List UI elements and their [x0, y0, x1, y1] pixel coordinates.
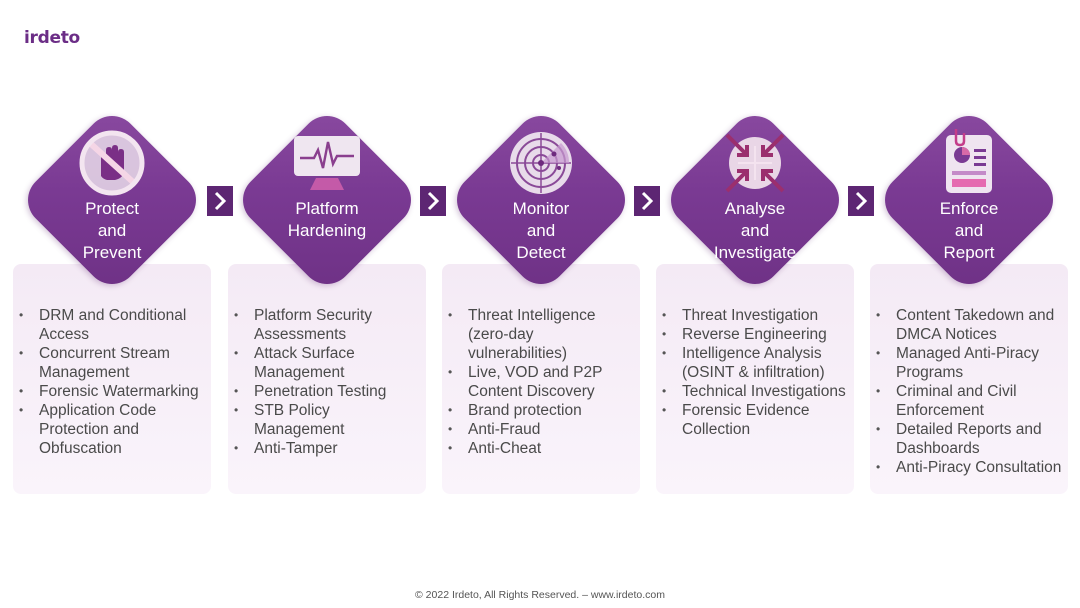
irdeto-logo: irdeto — [24, 28, 80, 48]
stage-title: Analyse and Investigate — [713, 199, 797, 262]
list-item: Reverse Engineering — [660, 325, 850, 344]
stage-title: Enforce and Report — [939, 199, 999, 262]
list-item: Managed Anti-Piracy Programs — [874, 344, 1064, 382]
list-item: Criminal and Civil Enforcement — [874, 382, 1064, 420]
stage-title: Monitor and Detect — [512, 199, 570, 262]
list-item: Application Code Protection and Obfuscat… — [17, 401, 207, 458]
list-item: Penetration Testing — [232, 382, 422, 401]
stage-bullet-list-4: Threat InvestigationReverse EngineeringI… — [660, 306, 850, 439]
list-item: Technical Investigations — [660, 382, 850, 401]
stage-bullet-list-2: Platform Security AssessmentsAttack Surf… — [232, 306, 422, 458]
heartbeat-monitor-icon — [232, 128, 422, 198]
stage-header-4: Analyse and Investigate — [660, 128, 850, 264]
flow-chevron-3 — [634, 186, 660, 216]
report-document-icon — [874, 128, 1064, 198]
list-item: STB Policy Management — [232, 401, 422, 439]
stage-bullet-list-5: Content Takedown and DMCA NoticesManaged… — [874, 306, 1064, 477]
list-item: DRM and Conditional Access — [17, 306, 207, 344]
stage-bullet-list-1: DRM and Conditional AccessConcurrent Str… — [17, 306, 207, 458]
flow-chevron-4 — [848, 186, 874, 216]
stage-title: Platform Hardening — [287, 199, 367, 240]
stop-hand-icon — [17, 128, 207, 198]
list-item: Threat Investigation — [660, 306, 850, 325]
stage-header-5: Enforce and Report — [874, 128, 1064, 264]
list-item: Forensic Evidence Collection — [660, 401, 850, 439]
list-item: Anti-Tamper — [232, 439, 422, 458]
radar-icon — [446, 128, 636, 198]
stage-bullet-list-3: Threat Intelligence (zero-day vulnerabil… — [446, 306, 636, 458]
list-item: Detailed Reports and Dashboards — [874, 420, 1064, 458]
list-item: Anti-Piracy Consultation — [874, 458, 1064, 477]
chevron-right-icon — [427, 191, 440, 211]
list-item: Threat Intelligence (zero-day vulnerabil… — [446, 306, 636, 363]
list-item: Forensic Watermarking — [17, 382, 207, 401]
list-item: Content Takedown and DMCA Notices — [874, 306, 1064, 344]
flow-chevron-1 — [207, 186, 233, 216]
stage-header-1: Protect and Prevent — [17, 128, 207, 264]
list-item: Brand protection — [446, 401, 636, 420]
stage-title: Protect and Prevent — [82, 199, 142, 262]
list-item: Live, VOD and P2P Content Discovery — [446, 363, 636, 401]
list-item: Anti-Fraud — [446, 420, 636, 439]
stage-header-3: Monitor and Detect — [446, 128, 636, 264]
list-item: Anti-Cheat — [446, 439, 636, 458]
list-item: Intelligence Analysis (OSINT & infiltrat… — [660, 344, 850, 382]
list-item: Concurrent Stream Management — [17, 344, 207, 382]
chevron-right-icon — [214, 191, 227, 211]
stage-header-2: Platform Hardening — [232, 128, 422, 242]
chevron-right-icon — [641, 191, 654, 211]
list-item: Attack Surface Management — [232, 344, 422, 382]
list-item: Platform Security Assessments — [232, 306, 422, 344]
chevron-right-icon — [855, 191, 868, 211]
copyright-footer: © 2022 Irdeto, All Rights Reserved. – ww… — [415, 589, 665, 601]
focus-arrows-icon — [660, 128, 850, 198]
flow-chevron-2 — [420, 186, 446, 216]
